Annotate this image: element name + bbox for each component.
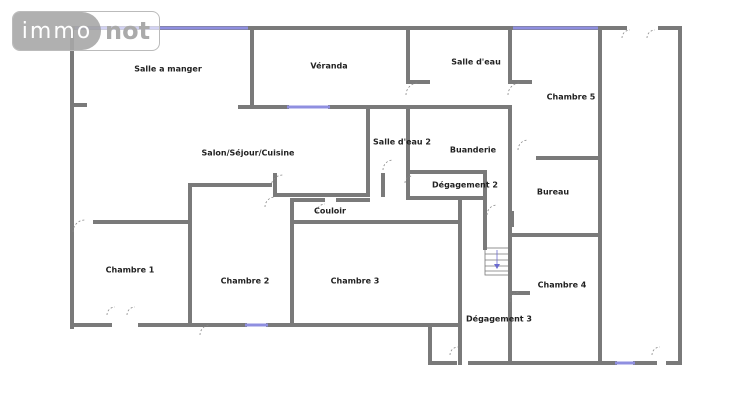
walls bbox=[70, 26, 682, 365]
door-swing bbox=[404, 175, 413, 184]
door-swing bbox=[405, 82, 419, 96]
door-swing bbox=[651, 346, 661, 356]
room-label-chambre-1: Chambre 1 bbox=[105, 265, 155, 275]
room-label-bureau: Bureau bbox=[536, 187, 570, 197]
door-swing bbox=[126, 306, 136, 316]
door-swing bbox=[486, 204, 498, 216]
room-label-salle-a-manger: Salle a manger bbox=[134, 64, 202, 74]
watermark-part1: immo bbox=[13, 12, 101, 50]
room-label-salle-deau-2: Salle d'eau 2 bbox=[373, 137, 431, 147]
stairs bbox=[484, 247, 511, 276]
door-swing bbox=[264, 196, 276, 208]
room-label-veranda: Véranda bbox=[310, 61, 348, 71]
room-label-degagement-2: Dégagement 2 bbox=[432, 180, 498, 190]
door-swing bbox=[270, 174, 284, 188]
room-label-salle-deau: Salle d'eau bbox=[451, 57, 501, 67]
door-swing bbox=[72, 219, 86, 233]
door-swing bbox=[621, 29, 631, 39]
door-swing bbox=[507, 82, 521, 96]
room-label-chambre-2: Chambre 2 bbox=[220, 276, 270, 286]
door-swing bbox=[646, 29, 656, 39]
door-swing bbox=[449, 346, 459, 356]
door-swing bbox=[106, 306, 116, 316]
doors bbox=[72, 29, 661, 356]
windows bbox=[75, 26, 635, 365]
room-label-chambre-5: Chambre 5 bbox=[546, 92, 596, 102]
door-swing bbox=[199, 324, 211, 336]
room-label-chambre-4: Chambre 4 bbox=[537, 280, 587, 290]
door-swing bbox=[382, 159, 394, 171]
door-swing bbox=[316, 203, 326, 213]
watermark-part2: not bbox=[105, 17, 151, 45]
door-swing bbox=[517, 139, 529, 151]
door-swing bbox=[509, 291, 521, 303]
room-label-degagement-3: Dégagement 3 bbox=[466, 314, 532, 324]
room-label-buanderie: Buanderie bbox=[449, 145, 497, 155]
room-label-chambre-3: Chambre 3 bbox=[330, 276, 380, 286]
room-label-salon: Salon/Séjour/Cuisine bbox=[201, 148, 295, 158]
immonot-watermark-logo: immo not bbox=[12, 11, 160, 51]
room-label-couloir: Couloir bbox=[314, 206, 346, 216]
